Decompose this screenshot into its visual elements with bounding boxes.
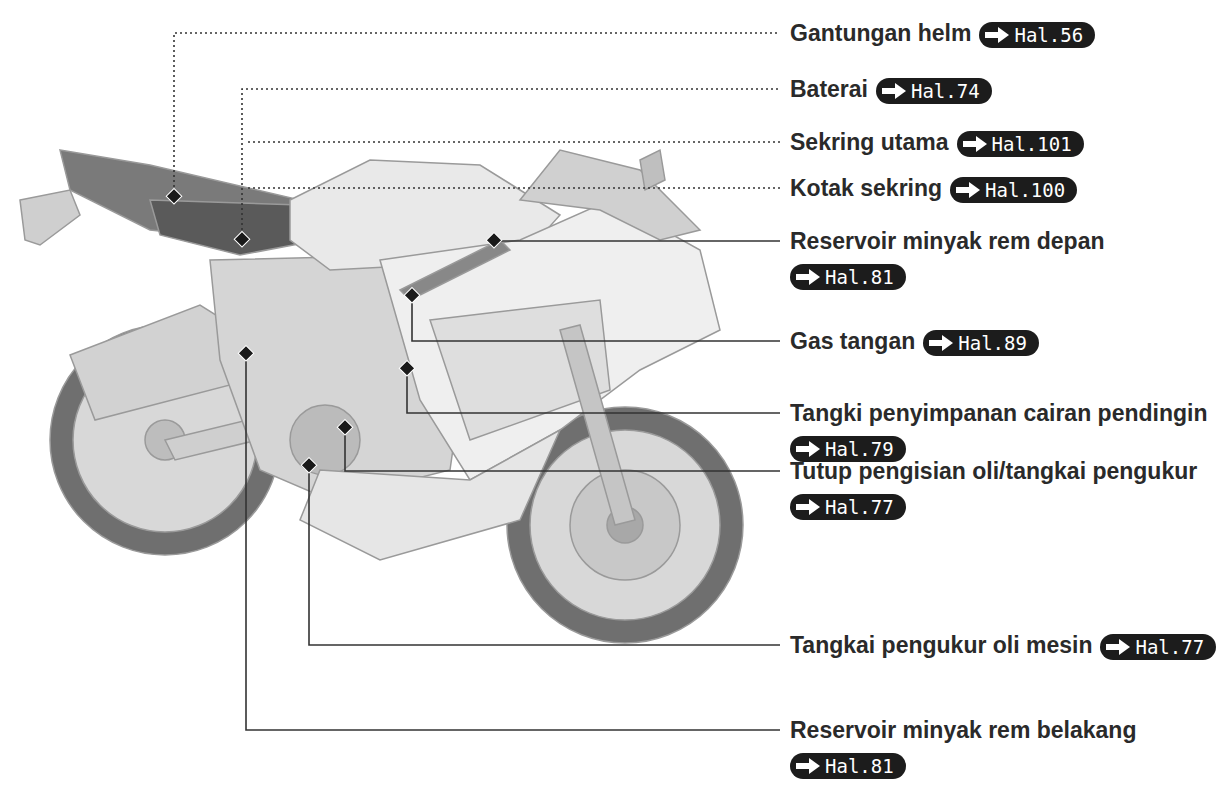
page-reference-badge: Hal.56 [979,22,1095,48]
arrow-icon [795,268,821,286]
callout-label: Gas tangan Hal.89 [790,324,1220,358]
part-name: Gantungan helm [790,20,971,46]
page-reference-badge: Hal.81 [790,264,906,290]
part-name: Reservoir minyak rem depan [790,228,1104,254]
part-name: Tangki penyimpanan cairan pendingin [790,400,1207,426]
page-reference-badge: Hal.77 [1100,634,1216,660]
arrow-icon [955,181,981,199]
page-reference: Hal.81 [825,753,894,779]
callout-label: Baterai Hal.74 [790,72,1220,106]
part-name: Tutup pengisian oli/tangkai pengukur [790,458,1197,484]
callout-label: Kotak sekring Hal.100 [790,171,1220,205]
callout-label: Reservoir minyak rem belakangHal.81 [790,713,1220,781]
page-reference: Hal.100 [985,177,1065,203]
part-name: Sekring utama [790,129,949,155]
callout-label: Tangkai pengukur oli mesin Hal.77 [790,628,1220,662]
page-reference-badge: Hal.89 [923,330,1039,356]
page-reference: Hal.77 [1135,634,1204,660]
page-reference-badge: Hal.100 [950,177,1077,203]
page-reference: Hal.101 [992,131,1072,157]
page-reference: Hal.77 [825,494,894,520]
arrow-icon [795,498,821,516]
page-reference: Hal.74 [911,78,980,104]
arrow-icon [962,135,988,153]
arrow-icon [984,26,1010,44]
page-reference: Hal.56 [1014,22,1083,48]
callout-label: Tutup pengisian oli/tangkai pengukurHal.… [790,454,1220,522]
callout-label: Tangki penyimpanan cairan pendinginHal.7… [790,396,1220,464]
page-reference-badge: Hal.74 [876,78,992,104]
page-reference: Hal.89 [958,330,1027,356]
page-reference-badge: Hal.77 [790,494,906,520]
page-reference: Hal.81 [825,264,894,290]
page-reference-badge: Hal.101 [957,131,1084,157]
page-reference-badge: Hal.81 [790,753,906,779]
part-name: Reservoir minyak rem belakang [790,717,1136,743]
callout-label: Sekring utama Hal.101 [790,125,1220,159]
part-name: Gas tangan [790,328,915,354]
arrow-icon [1105,638,1131,656]
callout-label: Gantungan helm Hal.56 [790,16,1220,50]
arrow-icon [795,440,821,458]
part-name: Baterai [790,76,868,102]
part-name: Kotak sekring [790,175,942,201]
arrow-icon [881,82,907,100]
part-name: Tangkai pengukur oli mesin [790,632,1092,658]
callout-label: Reservoir minyak rem depanHal.81 [790,224,1220,292]
arrow-icon [928,334,954,352]
arrow-icon [795,757,821,775]
